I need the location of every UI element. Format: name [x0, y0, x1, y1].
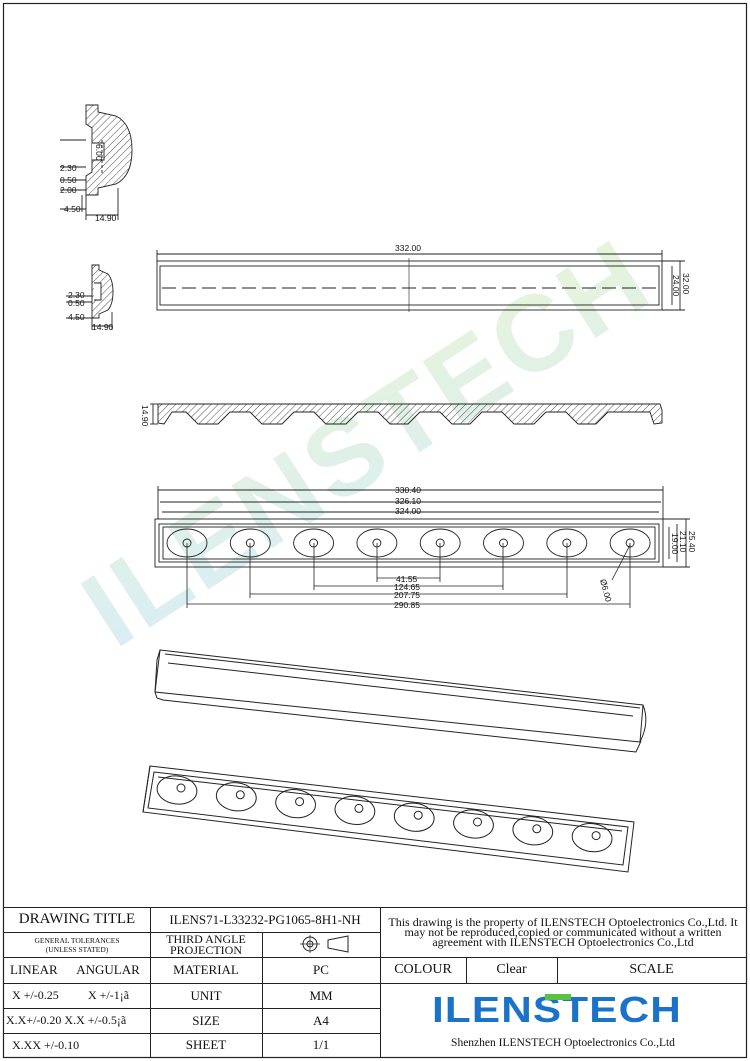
profile-small-view	[66, 264, 114, 330]
iso-lens-hole	[532, 824, 542, 834]
iso-lens-cavity	[215, 782, 257, 812]
dim-lens-21.10: 21.10	[678, 531, 688, 553]
lens-cavity	[483, 528, 524, 558]
lens-view	[154, 486, 690, 568]
iso-lens	[142, 765, 635, 873]
iso-lens-cavity	[512, 816, 554, 846]
dim-top-length: 332.00	[395, 243, 421, 253]
dim-lens-25.40: 25.40	[687, 531, 697, 553]
dim-lens-hole: Ø6.00	[598, 578, 614, 603]
profile-section-view	[60, 104, 133, 220]
dim-profile-14.90: 14.90	[95, 213, 117, 223]
dim-top-32: 32.00	[681, 273, 691, 295]
dim-profile-2.00: 2.00	[60, 185, 77, 195]
top-view	[156, 250, 685, 312]
dim-top-24: 24.00	[671, 275, 681, 297]
iso-lens-cavity	[453, 809, 494, 839]
dim-small-2.30: 2.30	[68, 290, 85, 300]
iso-lens-cavity	[275, 788, 317, 819]
dim-lens-326.10: 326.10	[395, 496, 421, 506]
iso-lens-hole	[413, 810, 423, 820]
lens-hole	[499, 538, 508, 548]
dim-lens-324.00: 324.00	[395, 506, 421, 516]
iso-housing	[154, 649, 647, 753]
iso-lens-hole	[295, 797, 305, 807]
iso-lens-cavity	[156, 775, 198, 805]
iso-lens-hole	[176, 783, 186, 793]
iso-lens-cavity	[571, 822, 613, 853]
dim-profile-4.50: 4.50	[64, 204, 81, 214]
iso-lens-cavity	[393, 802, 435, 832]
iso-lens-holes	[156, 775, 613, 853]
iso-lens-cavity	[334, 795, 376, 826]
iso-lens-hole	[354, 803, 364, 813]
iso-lens-hole	[235, 790, 245, 800]
dim-lens-19.00: 19.00	[670, 533, 680, 555]
iso-lens-hole	[473, 817, 482, 827]
dim-small-0.50: 0.50	[68, 298, 85, 308]
dim-lens-124.65: 124.65	[394, 582, 420, 592]
side-view	[150, 403, 663, 425]
dim-side-height: 14.90	[140, 405, 150, 427]
dim-lens-41.55: 41.55	[396, 574, 418, 584]
dim-small-4.50: 4.50	[68, 312, 85, 322]
dim-profile-6.00: 6.00	[94, 144, 104, 161]
dim-profile-2.30: 2.30	[60, 163, 77, 173]
lens-pitch-dims	[186, 543, 631, 608]
dim-lens-290.85: 290.85	[394, 600, 420, 610]
dim-profile-0.50: 0.50	[60, 175, 77, 185]
dim-lens-330.40: 330.40	[395, 485, 421, 495]
iso-lens-hole	[591, 831, 601, 841]
dim-lens-207.75: 207.75	[394, 590, 420, 600]
watermark: ILENSTECH	[62, 215, 671, 669]
dim-small-14.90: 14.90	[92, 322, 114, 332]
